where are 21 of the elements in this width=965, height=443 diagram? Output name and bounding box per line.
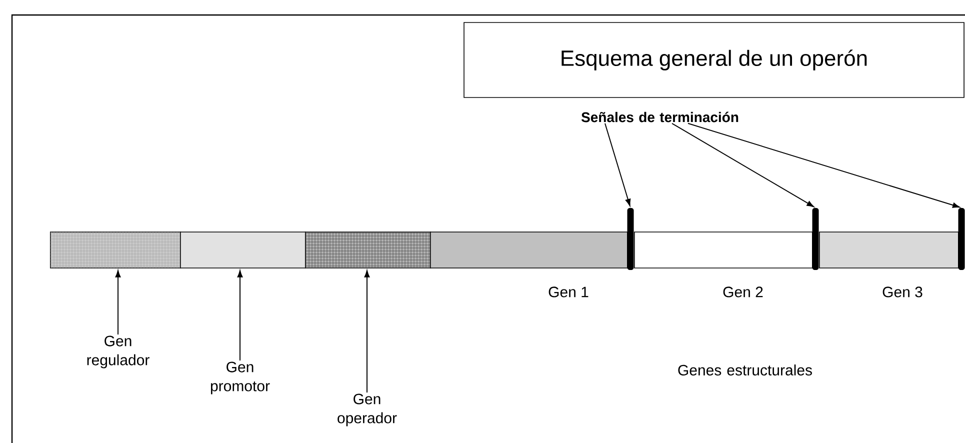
gen-label: Gen operador bbox=[338, 394, 397, 426]
gene-label: Gen 1 bbox=[548, 286, 588, 298]
arrow bbox=[364, 270, 370, 393]
arrow bbox=[237, 270, 243, 361]
gene-segment bbox=[634, 232, 813, 268]
termination-bar bbox=[958, 208, 965, 270]
arrow bbox=[115, 270, 121, 335]
group-label: Genes estructurales bbox=[678, 364, 812, 376]
gene-segment bbox=[180, 232, 306, 268]
title-box: Esquema general de un operón bbox=[464, 22, 964, 98]
arrow bbox=[672, 122, 814, 208]
termination-bar bbox=[812, 208, 819, 270]
annotation-label: Señales de terminación bbox=[581, 112, 738, 122]
gene-segment bbox=[819, 232, 959, 268]
arrow bbox=[688, 122, 960, 208]
gene-segment bbox=[430, 232, 628, 268]
gene-label: Gen 3 bbox=[882, 286, 922, 298]
gene-label: Gen 2 bbox=[723, 286, 763, 298]
gen-label: Gen regulador bbox=[87, 336, 150, 368]
arrow bbox=[604, 122, 631, 206]
gen-label: Gen promotor bbox=[210, 362, 270, 394]
